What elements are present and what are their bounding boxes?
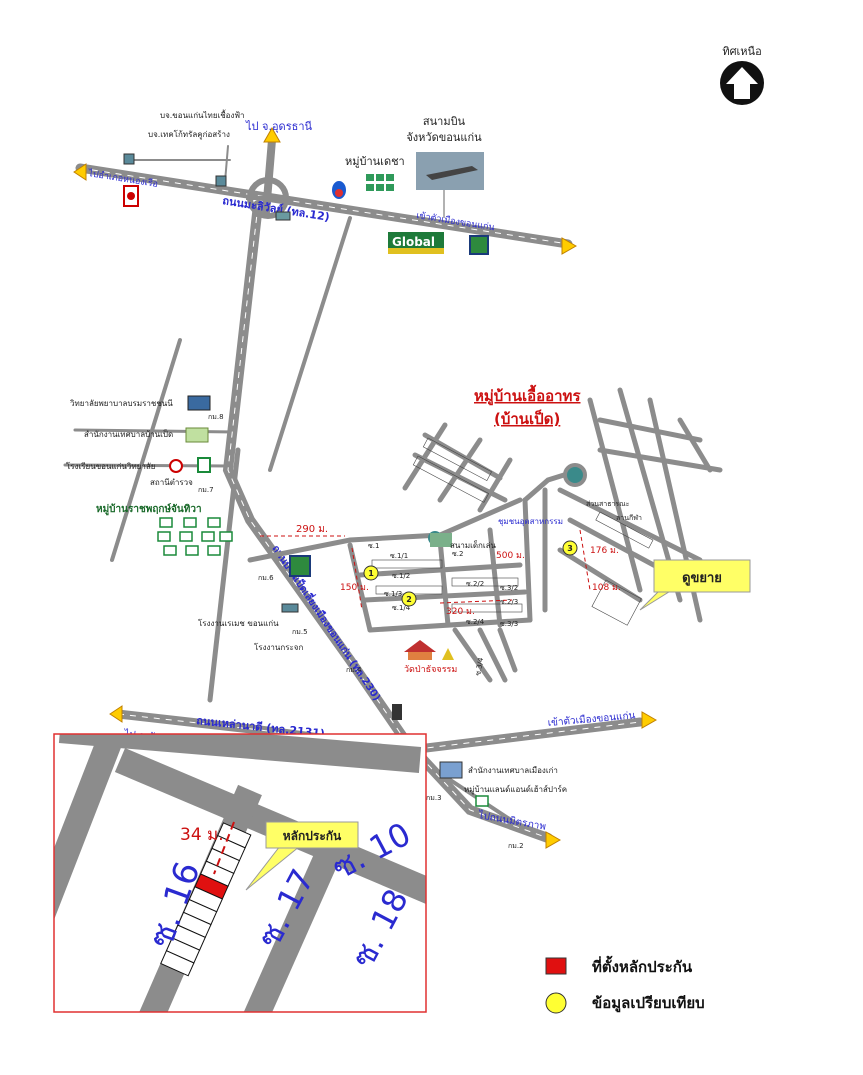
legend: ที่ตั้งหลักประกัน ข้อมูลเปรียบเทียบ — [545, 955, 705, 1014]
soi-labels: ซ.1 ซ.1/1 ซ.1/2 ซ.1/3 ซ.1/4 ซ.2 ซ.2/2 ซ.… — [368, 542, 518, 676]
svg-text:สถานีตำรวจ: สถานีตำรวจ — [150, 478, 193, 487]
inset-callout: หลักประกัน — [245, 821, 359, 891]
place-village-ratcha: หมู่บ้านราชพฤกษ์จันทิวา — [96, 503, 233, 556]
label-to-udon: ไป จ.อุดรธานี — [245, 120, 313, 133]
svg-text:ซ.1/1: ซ.1/1 — [390, 552, 408, 560]
svg-text:จังหวัดขอนแก่น: จังหวัดขอนแก่น — [406, 131, 482, 144]
inset-distance-line — [213, 821, 235, 875]
north-arrow: ทิศเหนือ — [720, 45, 764, 105]
svg-text:Global: Global — [392, 235, 435, 249]
svg-text:500 ม.: 500 ม. — [496, 551, 525, 561]
legend-collateral-label: ที่ตั้งหลักประกัน — [592, 955, 693, 976]
place-village-desha: หมู่บ้านเดชา — [332, 155, 405, 199]
estate-roundabout — [563, 463, 587, 487]
svg-text:ซ.1/4: ซ.1/4 — [392, 604, 411, 612]
svg-text:บจ.ขอนแก่นไทยเชื้องฟ้า: บจ.ขอนแก่นไทยเชื้องฟ้า — [160, 109, 245, 120]
svg-text:กม.7: กม.7 — [198, 486, 214, 494]
place-nursing-college: วิทยาลัยพยาบาลบรมราชชนนี กม.8 — [69, 395, 224, 421]
svg-text:กม.2: กม.2 — [508, 842, 524, 850]
svg-text:2: 2 — [406, 595, 412, 604]
svg-text:ซ.3/2: ซ.3/2 — [500, 584, 518, 592]
marker-km6: กม.6 — [258, 555, 311, 582]
svg-text:ซ.1/3: ซ.1/3 — [384, 590, 402, 598]
svg-text:ชุมชนอุตสาหกรรม: ชุมชนอุตสาหกรรม — [498, 517, 563, 526]
svg-text:สนามบิน: สนามบิน — [423, 115, 466, 128]
inset-distance: 34 ม. — [180, 825, 224, 845]
svg-text:ซ.1/2: ซ.1/2 — [392, 572, 410, 580]
svg-text:176 ม.: 176 ม. — [590, 546, 619, 556]
place-companies: บจ.ขอนแก่นไทยเชื้องฟ้า บจ.เทคโก้ทรัลคูก่… — [123, 109, 245, 207]
svg-text:วัดป่าธัจจรรม: วัดป่าธัจจรรม — [404, 665, 457, 675]
place-municipal-office: สำนักงานเทศบาลบ้านเป็ด — [84, 427, 209, 443]
svg-text:320 ม.: 320 ม. — [446, 607, 475, 617]
svg-text:กม.6: กม.6 — [258, 574, 274, 582]
svg-text:หลักประกัน: หลักประกัน — [283, 829, 342, 843]
svg-text:290 ม.: 290 ม. — [296, 524, 328, 535]
svg-text:วิทยาลัยพยาบาลบรมราชชนนี: วิทยาลัยพยาบาลบรมราชชนนี — [69, 399, 173, 408]
svg-text:ซ.3/4: ซ.3/4 — [474, 656, 485, 676]
place-school: โรงเรียนขอนแก่นวิทยาลัย สถานีตำรวจ กม.7 — [66, 457, 214, 494]
svg-text:โรงงานเรเมช ขอนแก่น: โรงงานเรเมช ขอนแก่น — [198, 618, 279, 628]
legend-comparison-swatch — [545, 992, 567, 1014]
building-near-interchange — [275, 211, 291, 221]
svg-text:1: 1 — [368, 569, 374, 578]
svg-text:ซ.2/4: ซ.2/4 — [466, 618, 485, 626]
temple: วัดป่าธัจจรรม — [404, 640, 457, 675]
svg-text:กม.5: กม.5 — [292, 628, 308, 636]
svg-text:108 ม.: 108 ม. — [592, 583, 621, 593]
comparison-points: 1 2 3 — [363, 540, 578, 607]
svg-text:ซ.2/2: ซ.2/2 — [466, 580, 484, 588]
north-label: ทิศเหนือ — [722, 45, 761, 58]
svg-text:(บ้านเป็ด): (บ้านเป็ด) — [494, 409, 560, 428]
place-airport: สนามบิน จังหวัดขอนแก่น — [406, 115, 484, 218]
svg-text:ส่วนสาธารณะ: ส่วนสาธารณะ — [586, 500, 630, 508]
svg-text:กม.3: กม.3 — [426, 794, 442, 802]
svg-text:ซ.1: ซ.1 — [368, 542, 379, 550]
svg-text:หมู่บ้านเอื้ออาทร: หมู่บ้านเอื้ออาทร — [474, 384, 581, 406]
svg-text:สำนักงานเทศบาลเมืองเก่า: สำนักงานเทศบาลเมืองเก่า — [468, 766, 558, 775]
svg-text:ซ.2/3: ซ.2/3 — [500, 598, 518, 606]
district-streets — [247, 387, 723, 683]
svg-text:ลานกีฬา: ลานกีฬา — [616, 514, 642, 522]
place-global: Global — [388, 232, 489, 255]
svg-text:หมู่บ้านเดชา: หมู่บ้านเดชา — [345, 155, 405, 168]
legend-collateral-swatch — [545, 957, 567, 975]
playground — [430, 533, 452, 547]
district-title: หมู่บ้านเอื้ออาทร (บ้านเป็ด) — [474, 384, 581, 428]
place-factories: โรงงานเรเมช ขอนแก่น กม.5 โรงงานกระจก กม.… — [198, 603, 402, 720]
district-houses — [371, 437, 654, 626]
svg-text:โรงเรียนขอนแก่นวิทยาลัย: โรงเรียนขอนแก่นวิทยาลัย — [66, 461, 155, 471]
svg-text:ซ.2: ซ.2 — [452, 550, 463, 558]
svg-text:กม.8: กม.8 — [208, 413, 224, 421]
svg-text:สนามเด็กเล่น: สนามเด็กเล่น — [450, 540, 497, 550]
inset-zoom: 34 ม. หลักประกัน ซ. 16 ซ. 17 ซ. 18 ซ. 10 — [53, 733, 427, 1013]
svg-text:3: 3 — [567, 544, 573, 553]
interchange — [246, 177, 290, 219]
svg-text:หมู่บ้านแลนด์แอนด์เฮ้าส์ปาร์ค: หมู่บ้านแลนด์แอนด์เฮ้าส์ปาร์ค — [464, 784, 567, 795]
expand-callout: ดูขยาย — [639, 559, 751, 611]
distances: 290 ม. 150 ม. 500 ม. 320 ม. 176 ม. 108 ม… — [260, 524, 621, 617]
svg-text:150 ม.: 150 ม. — [340, 583, 369, 593]
road-arrows — [73, 126, 658, 849]
place-sao-office: สำนักงานเทศบาลเมืองเก่า หมู่บ้านแลนด์แอน… — [426, 761, 567, 850]
svg-text:ดูขยาย: ดูขยาย — [682, 571, 722, 586]
svg-text:โรงงานกระจก: โรงงานกระจก — [254, 642, 303, 652]
inset-plots — [160, 822, 252, 977]
svg-text:บจ.เทคโก้ทรัลคูก่อสร้าง: บจ.เทคโก้ทรัลคูก่อสร้าง — [148, 129, 230, 140]
svg-text:หมู่บ้านราชพฤกษ์จันทิวา: หมู่บ้านราชพฤกษ์จันทิวา — [96, 503, 202, 516]
svg-text:สำนักงานเทศบาลบ้านเป็ด: สำนักงานเทศบาลบ้านเป็ด — [84, 429, 173, 439]
svg-text:ซ.3/3: ซ.3/3 — [500, 620, 518, 628]
svg-text:กม.4: กม.4 — [346, 666, 362, 674]
legend-comparison-label: ข้อมูลเปรียบเทียบ — [592, 994, 705, 1013]
